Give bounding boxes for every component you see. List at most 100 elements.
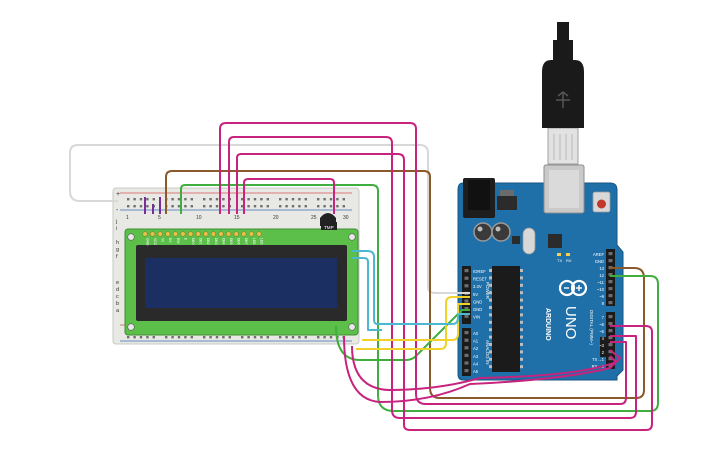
lcd-pin[interactable]: [142, 231, 148, 237]
rail-hole: [139, 198, 143, 201]
rail-hole: [304, 336, 307, 339]
wire-white: [69, 144, 470, 294]
header-pin[interactable]: [464, 269, 469, 273]
lcd-pin[interactable]: [210, 231, 216, 237]
header-pin[interactable]: [464, 338, 469, 342]
wires: [69, 122, 659, 431]
power-pin-label: 3.3V: [473, 284, 482, 289]
rail-hole: [304, 205, 307, 208]
arduino-brand: ARDUINO: [544, 308, 551, 341]
wire-magenta: [219, 122, 627, 405]
rail-hole: [177, 198, 181, 201]
row-letter-b: b: [116, 301, 119, 307]
header-pin[interactable]: [608, 364, 613, 368]
chip-pin: [489, 298, 492, 302]
header-pin[interactable]: [608, 280, 613, 284]
header-pin[interactable]: [464, 314, 469, 318]
lcd-pin-label: DB6: [237, 238, 241, 245]
lcd-pin[interactable]: [226, 231, 232, 237]
header-pin[interactable]: [608, 252, 613, 256]
rail-plus-symbol: +: [116, 191, 120, 198]
rail-hole: [171, 198, 174, 201]
wire-magenta: [236, 153, 653, 431]
lcd-pin[interactable]: [195, 231, 201, 237]
header-pin[interactable]: [464, 307, 469, 311]
rail-hole: [203, 205, 206, 208]
lcd-pin[interactable]: [241, 231, 247, 237]
lcd-pin[interactable]: [188, 231, 194, 237]
header-pin[interactable]: [464, 353, 469, 357]
lcd-pin[interactable]: [165, 231, 171, 237]
lcd-pin[interactable]: [172, 231, 178, 237]
rail-hole: [133, 205, 136, 208]
row-letter-h: h: [116, 240, 119, 246]
header-pin[interactable]: [464, 369, 469, 373]
led-indicator: [557, 253, 561, 256]
rail-hole: [285, 198, 288, 201]
crystal-oscillator: [522, 227, 536, 255]
chip-pin: [489, 328, 492, 332]
header-pin[interactable]: [608, 273, 613, 277]
rail-hole: [215, 198, 219, 201]
analog-label: ANALOG IN: [485, 340, 490, 365]
row-letter-e: e: [116, 280, 119, 286]
analog-pin-label: A5: [473, 369, 479, 374]
header-pin[interactable]: [464, 276, 469, 280]
rail-hole: [342, 205, 345, 208]
rail-hole: [253, 198, 257, 201]
rail-hole: [171, 205, 174, 208]
row-letter-f: f: [116, 254, 118, 260]
lcd-pin[interactable]: [233, 231, 239, 237]
rail-minus-symbol: -: [116, 207, 119, 214]
lcd-pin[interactable]: [248, 231, 254, 237]
lcd-module[interactable]: [124, 228, 359, 336]
lcd-pin-label: V0: [161, 238, 165, 242]
arduino-uno-board[interactable]: TX RX ARDUINO UNO POWER ANALOG IN DIGITA…: [457, 164, 624, 381]
rail-hole: [247, 336, 250, 339]
rail-hole: [279, 336, 282, 339]
temperature-sensor[interactable]: TMP: [320, 213, 337, 230]
arduino-model: UNO: [562, 306, 579, 339]
digital-pin-label: 4: [602, 336, 605, 341]
digital-pin-label: ~9: [599, 294, 604, 299]
header-pin[interactable]: [464, 361, 469, 365]
header-pin[interactable]: [608, 259, 613, 263]
lcd-pin[interactable]: [157, 231, 163, 237]
rail-hole: [253, 205, 257, 208]
rail-hole: [241, 336, 244, 339]
lcd-pin[interactable]: [203, 231, 209, 237]
header-pin[interactable]: [608, 294, 613, 298]
header-pin[interactable]: [608, 357, 613, 361]
rail-hole: [253, 336, 257, 339]
header-pin[interactable]: [608, 287, 613, 291]
header-pin[interactable]: [608, 329, 613, 333]
lcd-pin-label: LED: [259, 238, 263, 245]
header-pin[interactable]: [464, 299, 469, 303]
header-pin[interactable]: [464, 346, 469, 350]
header-pin[interactable]: [608, 343, 613, 347]
rail-hole: [228, 336, 231, 339]
lcd-pin[interactable]: [150, 231, 156, 237]
header-pin[interactable]: [608, 301, 613, 305]
digital-pin-label: AREF: [593, 252, 605, 257]
rail-hole: [329, 198, 333, 201]
chip-pin: [520, 335, 523, 339]
rail-hole: [165, 336, 168, 339]
chip-pin: [520, 298, 523, 302]
header-pin[interactable]: [608, 322, 613, 326]
digital-header-bottom: [606, 312, 615, 369]
lcd-mount-hole: [127, 323, 135, 331]
lcd-pin[interactable]: [256, 231, 262, 237]
lcd-pin[interactable]: [218, 231, 224, 237]
wire-yellow: [362, 303, 470, 341]
rail-hole: [317, 205, 320, 208]
digital-label: DIGITAL (PWM~): [589, 310, 594, 345]
header-pin[interactable]: [464, 331, 469, 335]
header-pin[interactable]: [464, 284, 469, 288]
header-pin[interactable]: [608, 315, 613, 319]
header-pin[interactable]: [608, 336, 613, 340]
chip-pin: [489, 283, 492, 287]
lcd-pin[interactable]: [180, 231, 186, 237]
rail-hole: [190, 198, 193, 201]
row-letter-j: j: [115, 219, 117, 225]
